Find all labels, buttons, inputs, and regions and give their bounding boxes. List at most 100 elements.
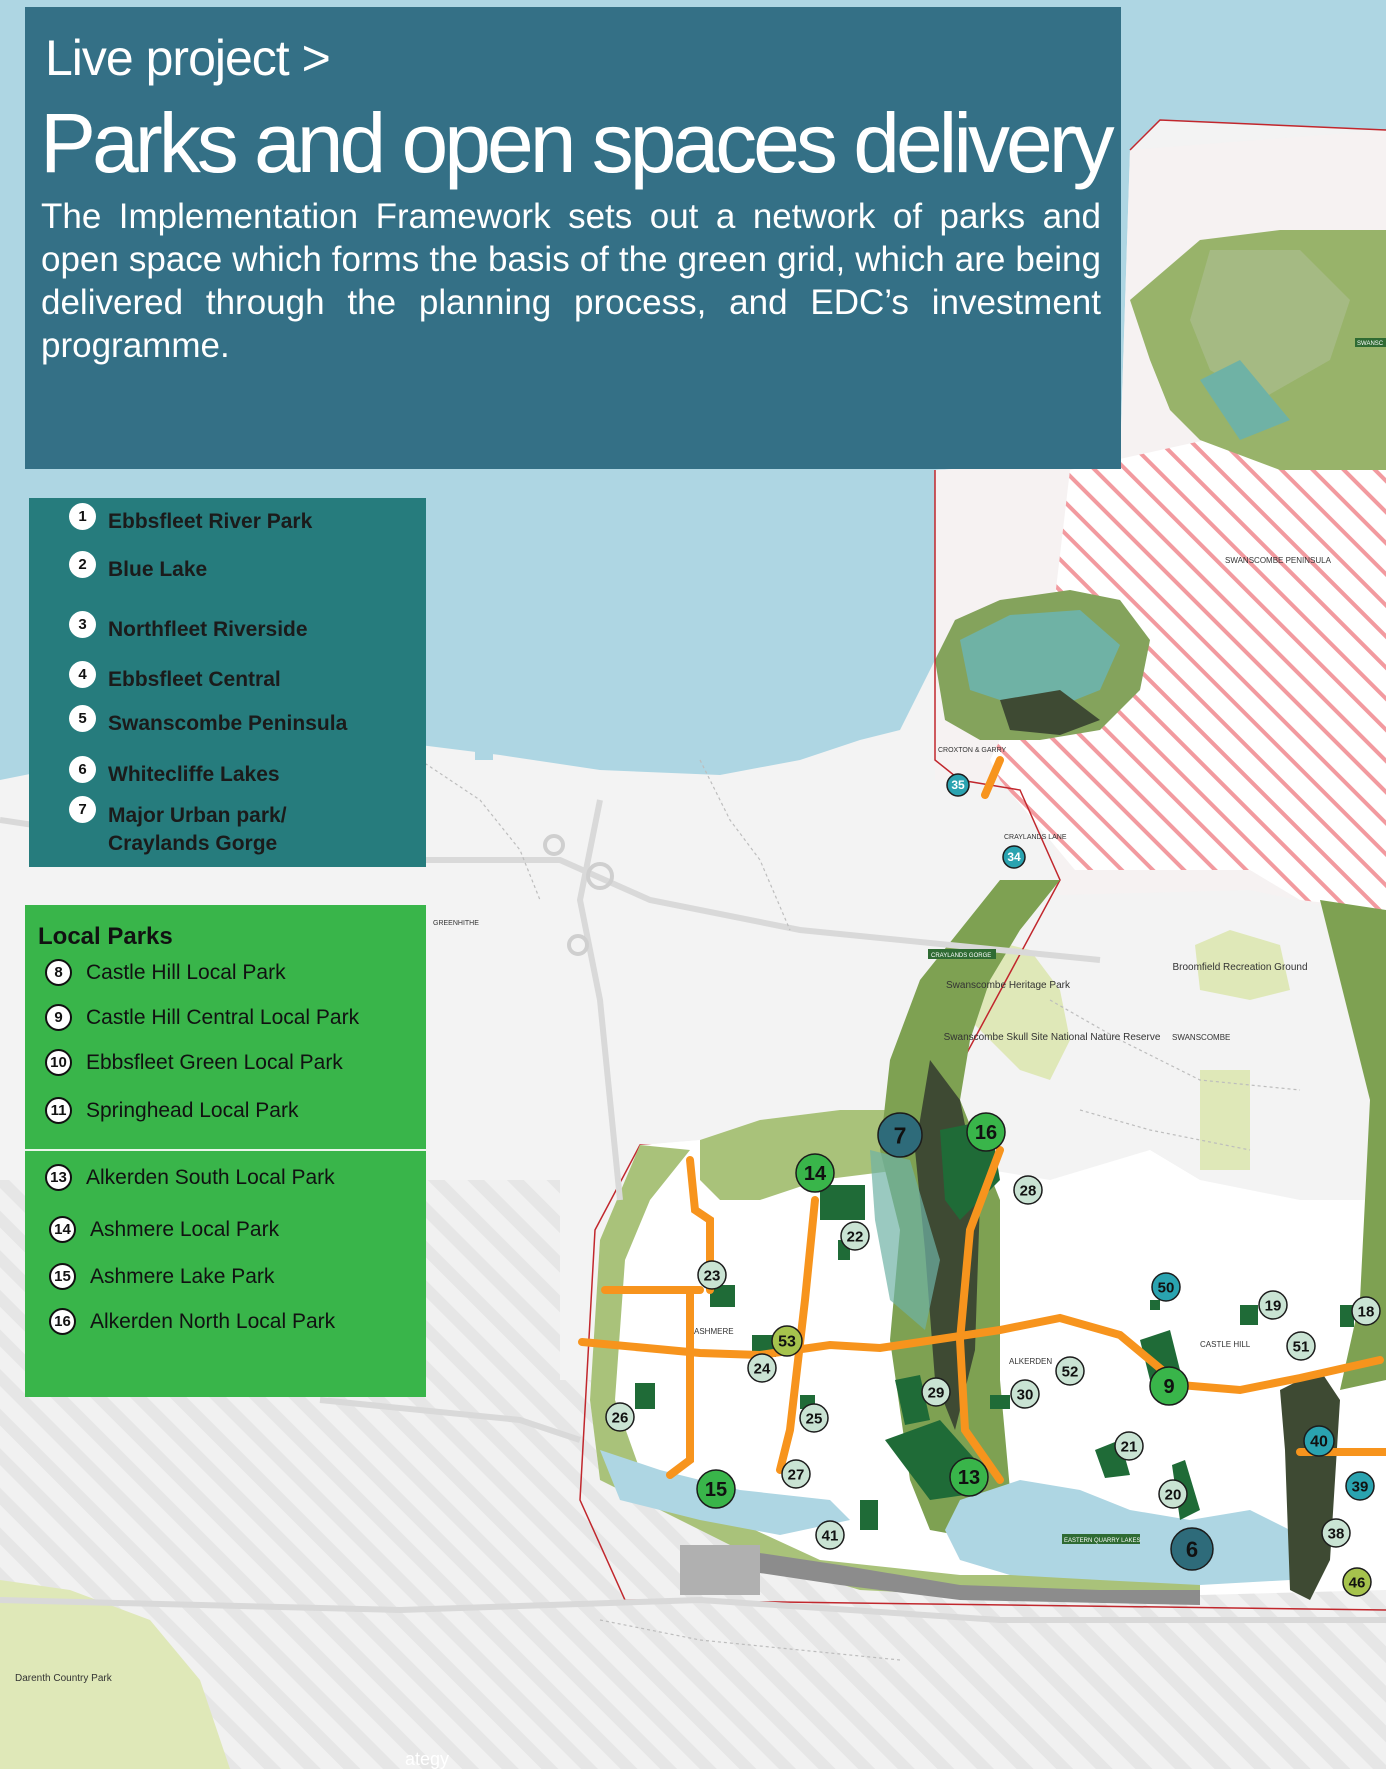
- map-marker-25[interactable]: 25: [799, 1403, 829, 1433]
- map-marker-24[interactable]: 24: [747, 1353, 777, 1383]
- marker-number: 27: [788, 1466, 805, 1483]
- marker-number: 7: [894, 1122, 907, 1148]
- legend-label: Castle Hill Local Park: [86, 960, 286, 984]
- legend-number: 13: [45, 1164, 72, 1191]
- label-castle-hill: CASTLE HILL: [1200, 1340, 1251, 1349]
- map-marker-9[interactable]: 9: [1149, 1366, 1189, 1406]
- marker-number: 22: [847, 1228, 864, 1245]
- legend-number: 2: [69, 550, 96, 578]
- map-marker-20[interactable]: 20: [1158, 1479, 1188, 1509]
- map-marker-22[interactable]: 22: [840, 1221, 870, 1251]
- legend-label: Alkerden South Local Park: [86, 1165, 335, 1189]
- map-marker-19[interactable]: 19: [1258, 1290, 1288, 1320]
- marker-number: 53: [778, 1334, 796, 1351]
- map-marker-28[interactable]: 28: [1013, 1175, 1043, 1205]
- marker-circle: [1351, 1296, 1381, 1326]
- map-marker-15[interactable]: 15: [696, 1469, 736, 1509]
- marker-circle: [771, 1325, 803, 1357]
- legend-number: 10: [45, 1049, 72, 1076]
- legend-number: 1: [69, 502, 96, 530]
- map-marker-29[interactable]: 29: [921, 1377, 951, 1407]
- marker-circle: [1010, 1379, 1040, 1409]
- label-swanscombe-skull: Swanscombe Skull Site National Nature Re…: [944, 1032, 1161, 1043]
- legend-label: Ashmere Local Park: [90, 1217, 280, 1241]
- legend-label: Blue Lake: [108, 558, 208, 581]
- legend-label: Whitecliffe Lakes: [108, 763, 280, 786]
- map-marker-51[interactable]: 51: [1286, 1331, 1316, 1361]
- map-marker-53[interactable]: 53: [771, 1325, 803, 1357]
- label-swanscombe-heritage-park: Swanscombe Heritage Park: [946, 980, 1071, 991]
- map-marker-18[interactable]: 18: [1351, 1296, 1381, 1326]
- marker-circle: [949, 1457, 989, 1497]
- marker-number: 16: [975, 1122, 997, 1144]
- legend-number: 3: [69, 610, 96, 638]
- legend-item-4: 4 Ebbsfleet Central: [69, 656, 281, 692]
- legend-number: 11: [45, 1097, 72, 1124]
- map-marker-16[interactable]: 16: [966, 1112, 1006, 1152]
- breadcrumb-kicker: Live project >: [45, 30, 331, 86]
- map-marker-50[interactable]: 50: [1151, 1272, 1181, 1302]
- map-marker-6[interactable]: 6: [1170, 1527, 1214, 1571]
- legend-number: 5: [69, 704, 96, 732]
- legend-item-15: 15 Ashmere Lake Park: [49, 1263, 274, 1290]
- map-marker-13[interactable]: 13: [949, 1457, 989, 1497]
- legend-item-3: 3 Northfleet Riverside: [69, 606, 308, 642]
- legend-item-5: 5 Swanscombe Peninsula: [69, 700, 347, 736]
- map-marker-35[interactable]: 35: [946, 773, 970, 797]
- marker-circle: [1055, 1356, 1085, 1386]
- map-marker-14[interactable]: 14: [795, 1153, 835, 1193]
- marker-circle: [877, 1112, 923, 1158]
- map-marker-46[interactable]: 46: [1342, 1567, 1372, 1597]
- label-swansc-tag: SWANSC: [1357, 341, 1384, 347]
- map-marker-39[interactable]: 39: [1345, 1471, 1375, 1501]
- label-ashmere: ASHMERE: [694, 1327, 734, 1336]
- label-alkerden: ALKERDEN: [1009, 1357, 1052, 1366]
- legend-item-14: 14 Ashmere Local Park: [49, 1216, 279, 1243]
- marker-number: 38: [1328, 1525, 1345, 1542]
- map-marker-26[interactable]: 26: [605, 1402, 635, 1432]
- strategic-parks-legend: 1 Ebbsfleet River Park 2 Blue Lake 3 Nor…: [29, 498, 426, 867]
- legend-label: Major Urban park/ Craylands Gorge: [108, 804, 287, 855]
- legend-item-9: 9 Castle Hill Central Local Park: [45, 1004, 359, 1031]
- map-marker-52[interactable]: 52: [1055, 1356, 1085, 1386]
- marker-circle: [815, 1520, 845, 1550]
- marker-number: 9: [1163, 1376, 1174, 1398]
- legend-item-8: 8 Castle Hill Local Park: [45, 959, 286, 986]
- map-marker-40[interactable]: 40: [1303, 1425, 1335, 1457]
- map-marker-21[interactable]: 21: [1114, 1431, 1144, 1461]
- legend-number: 14: [49, 1216, 76, 1243]
- marker-circle: [1342, 1567, 1372, 1597]
- marker-circle: [799, 1403, 829, 1433]
- marker-number: 39: [1352, 1478, 1369, 1495]
- map-marker-34[interactable]: 34: [1002, 845, 1026, 869]
- marker-circle: [1321, 1518, 1351, 1548]
- label-craylands-gorge: CRAYLANDS GORGE: [931, 953, 991, 959]
- darenth-country-park: [0, 1580, 230, 1769]
- marker-circle: [1002, 845, 1026, 869]
- marker-circle: [1114, 1431, 1144, 1461]
- marker-number: 14: [804, 1163, 827, 1185]
- marker-circle: [1149, 1366, 1189, 1406]
- label-croxton-garry: CROXTON & GARRY: [938, 747, 1007, 754]
- map-marker-30[interactable]: 30: [1010, 1379, 1040, 1409]
- marker-number: 52: [1062, 1363, 1079, 1380]
- marker-number: 15: [705, 1479, 727, 1501]
- map-marker-7[interactable]: 7: [877, 1112, 923, 1158]
- marker-circle: [1158, 1479, 1188, 1509]
- marker-number: 18: [1358, 1303, 1375, 1320]
- broomfield-recreation-ground: [1195, 930, 1290, 1000]
- legend-number: 8: [45, 959, 72, 986]
- marker-circle: [747, 1353, 777, 1383]
- footer-fragment: ategy: [405, 1749, 449, 1769]
- map-marker-38[interactable]: 38: [1321, 1518, 1351, 1548]
- map-marker-27[interactable]: 27: [781, 1459, 811, 1489]
- legend-number: 6: [69, 755, 96, 783]
- header-panel: Live project > Parks and open spaces del…: [25, 7, 1121, 469]
- marker-number: 35: [951, 778, 965, 792]
- label-craylands-lane: CRAYLANDS LANE: [1004, 834, 1067, 841]
- local-parks-legend: Local Parks 8 Castle Hill Local Park 9 C…: [25, 905, 426, 1397]
- legend-item-11: 11 Springhead Local Park: [45, 1097, 298, 1124]
- map-marker-23[interactable]: 23: [697, 1260, 727, 1290]
- map-marker-41[interactable]: 41: [815, 1520, 845, 1550]
